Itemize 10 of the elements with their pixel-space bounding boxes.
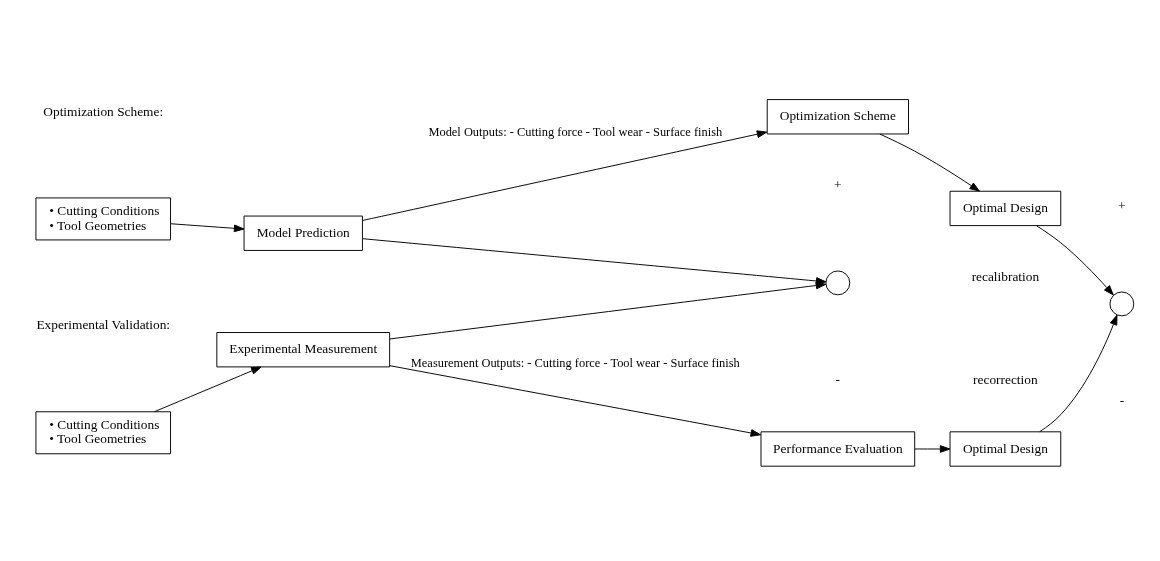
label: + xyxy=(834,177,842,193)
label: recorrection xyxy=(973,371,1038,387)
edge-label: Model Outputs: - Cutting force - Tool wear - Surface finish xyxy=(428,125,723,140)
label: + xyxy=(1118,198,1126,214)
label: - xyxy=(835,371,841,387)
edge-label: Measurement Outputs: - Cutting force - Tool wear - Surface finish xyxy=(410,356,740,371)
label: Optimization Scheme: xyxy=(43,103,164,119)
label: Experimental Validation: xyxy=(36,317,171,333)
label: recalibration xyxy=(971,268,1040,284)
label: - xyxy=(1119,392,1125,408)
